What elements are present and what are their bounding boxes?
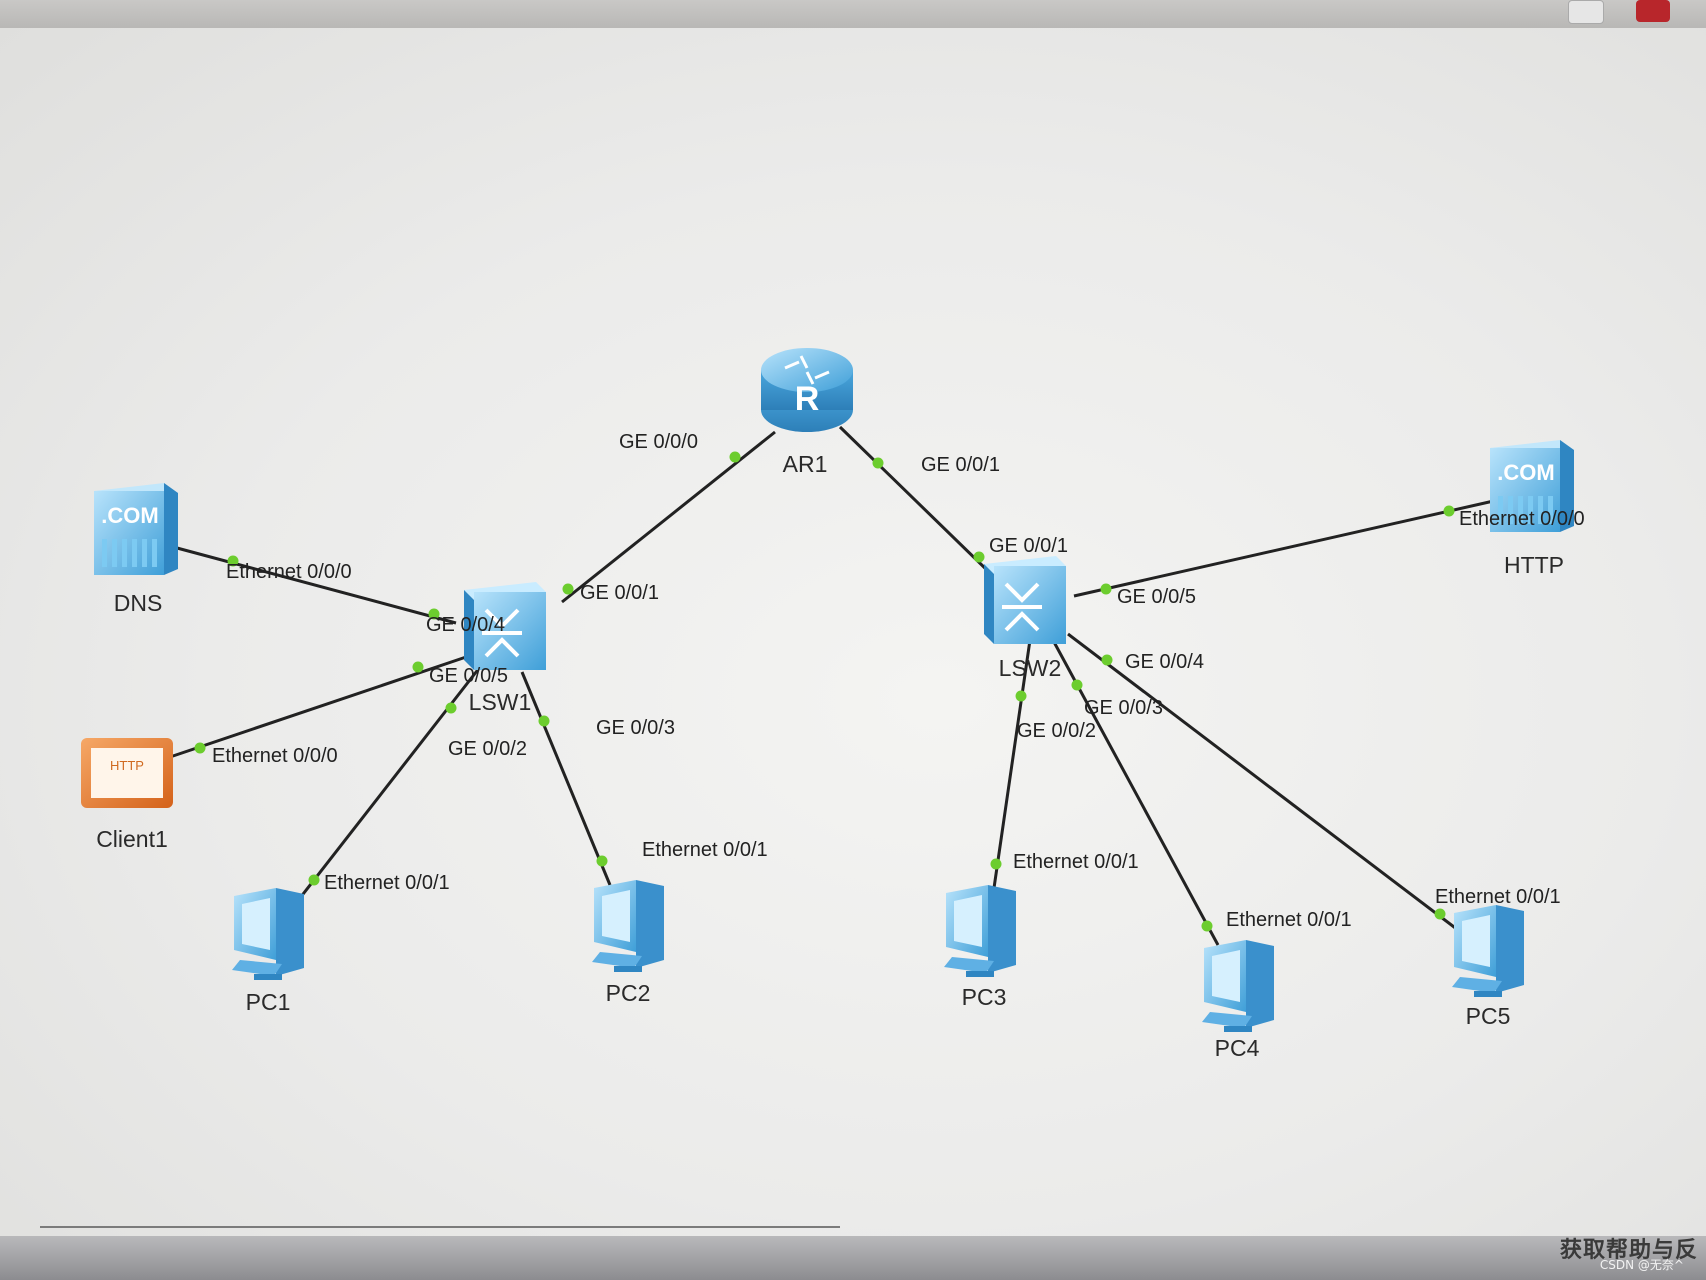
- screen-bezel-bottom: [0, 1236, 1706, 1280]
- svg-text:R: R: [795, 380, 820, 418]
- link-dns-lsw1[interactable]: [176, 546, 457, 625]
- port-label-lsw2: GE 0/0/2: [1017, 720, 1096, 742]
- pc-icon[interactable]: [1202, 940, 1274, 1032]
- link-ar1-lsw2[interactable]: [838, 425, 992, 575]
- server-icon[interactable]: .COM: [94, 483, 178, 575]
- node-label-lsw2: LSW2: [999, 655, 1062, 681]
- link-pc4-lsw2[interactable]: [1052, 641, 1220, 946]
- watermark: CSDN @无奈^: [1599, 1258, 1684, 1272]
- switch-icon[interactable]: [464, 582, 546, 670]
- port-dot-lsw1: [412, 661, 424, 673]
- port-label-lsw1: GE 0/0/2: [448, 738, 527, 760]
- server-icon[interactable]: .COM: [1490, 440, 1574, 532]
- pc-icon[interactable]: [1452, 905, 1524, 997]
- node-label-pc3: PC3: [962, 984, 1007, 1010]
- port-label-pc1: Ethernet 0/0/1: [324, 872, 450, 894]
- link-pc2-lsw1[interactable]: [520, 671, 612, 886]
- port-label-lsw1: GE 0/0/1: [580, 582, 659, 604]
- node-label-pc4: PC4: [1215, 1035, 1260, 1061]
- port-dot-pc2: [596, 855, 608, 867]
- node-label-ar1: AR1: [783, 451, 828, 477]
- node-label-pc1: PC1: [246, 989, 291, 1015]
- port-dot-pc3: [990, 858, 1002, 870]
- port-dot-http: [1443, 505, 1455, 517]
- port-dot-pc1: [308, 874, 320, 886]
- node-label-pc2: PC2: [606, 980, 651, 1006]
- port-dot-pc5: [1434, 908, 1446, 920]
- port-label-client1: Ethernet 0/0/0: [212, 745, 338, 767]
- port-dot-lsw2: [1071, 679, 1083, 691]
- client-icon[interactable]: HTTP: [81, 738, 173, 808]
- port-label-pc4: Ethernet 0/0/1: [1226, 909, 1352, 931]
- link-client1-lsw1[interactable]: [169, 653, 473, 759]
- router-icon[interactable]: R: [761, 348, 853, 432]
- port-dot-lsw1: [445, 702, 457, 714]
- port-dot-dns: [227, 555, 239, 567]
- port-label-dns: Ethernet 0/0/0: [226, 561, 352, 583]
- node-label-dns: DNS: [114, 590, 163, 616]
- port-label-ar1: GE 0/0/1: [921, 454, 1000, 476]
- pc-icon[interactable]: [592, 880, 664, 972]
- pc-icon[interactable]: [944, 885, 1016, 977]
- link-pc3-lsw2[interactable]: [992, 639, 1032, 889]
- port-labels-layer: GE 0/0/0GE 0/0/1GE 0/0/1GE 0/0/1Ethernet…: [212, 431, 1585, 931]
- port-label-lsw1: GE 0/0/4: [426, 614, 505, 636]
- port-dot-lsw1: [562, 583, 574, 595]
- port-label-lsw2: GE 0/0/3: [1084, 697, 1163, 719]
- port-label-lsw2: GE 0/0/5: [1117, 586, 1196, 608]
- links-layer: [169, 425, 1499, 946]
- link-http-lsw2[interactable]: [1073, 498, 1499, 598]
- svg-text:.COM: .COM: [101, 503, 158, 528]
- status-bar-line: [40, 1226, 840, 1228]
- port-label-lsw2: GE 0/0/4: [1125, 651, 1204, 673]
- chat-icon[interactable]: [1568, 0, 1604, 24]
- port-label-lsw2: GE 0/0/1: [989, 535, 1068, 557]
- port-dot-client1: [194, 742, 206, 754]
- app-icon[interactable]: [1636, 0, 1670, 22]
- port-dot-ar1: [872, 457, 884, 469]
- node-label-client1: Client1: [96, 826, 168, 852]
- help-link[interactable]: 获取帮助与反: [1559, 1238, 1698, 1263]
- link-pc5-lsw2[interactable]: [1067, 632, 1459, 932]
- port-dot-lsw2: [1100, 583, 1112, 595]
- port-label-pc3: Ethernet 0/0/1: [1013, 851, 1139, 873]
- node-label-http: HTTP: [1504, 552, 1564, 578]
- port-label-pc5: Ethernet 0/0/1: [1435, 886, 1561, 908]
- port-dot-lsw1: [428, 608, 440, 620]
- port-dot-lsw2: [973, 551, 985, 563]
- link-pc1-lsw1[interactable]: [298, 666, 482, 899]
- port-dot-lsw2: [1101, 654, 1113, 666]
- node-label-pc5: PC5: [1466, 1003, 1511, 1029]
- port-label-lsw1: GE 0/0/5: [429, 665, 508, 687]
- node-label-lsw1: LSW1: [469, 689, 532, 715]
- port-dot-ar1: [729, 451, 741, 463]
- port-dot-pc4: [1201, 920, 1213, 932]
- svg-text:HTTP: HTTP: [110, 758, 144, 773]
- switch-icon[interactable]: [984, 556, 1066, 644]
- link-ar1-lsw1[interactable]: [561, 430, 776, 604]
- port-dot-lsw2: [1015, 690, 1027, 702]
- svg-text:.COM: .COM: [1497, 460, 1554, 485]
- pc-icon[interactable]: [232, 888, 304, 980]
- port-label-pc2: Ethernet 0/0/1: [642, 839, 768, 861]
- port-label-lsw1: GE 0/0/3: [596, 717, 675, 739]
- port-dot-lsw1: [538, 715, 550, 727]
- port-label-http: Ethernet 0/0/0: [1459, 508, 1585, 530]
- port-label-ar1: GE 0/0/0: [619, 431, 698, 453]
